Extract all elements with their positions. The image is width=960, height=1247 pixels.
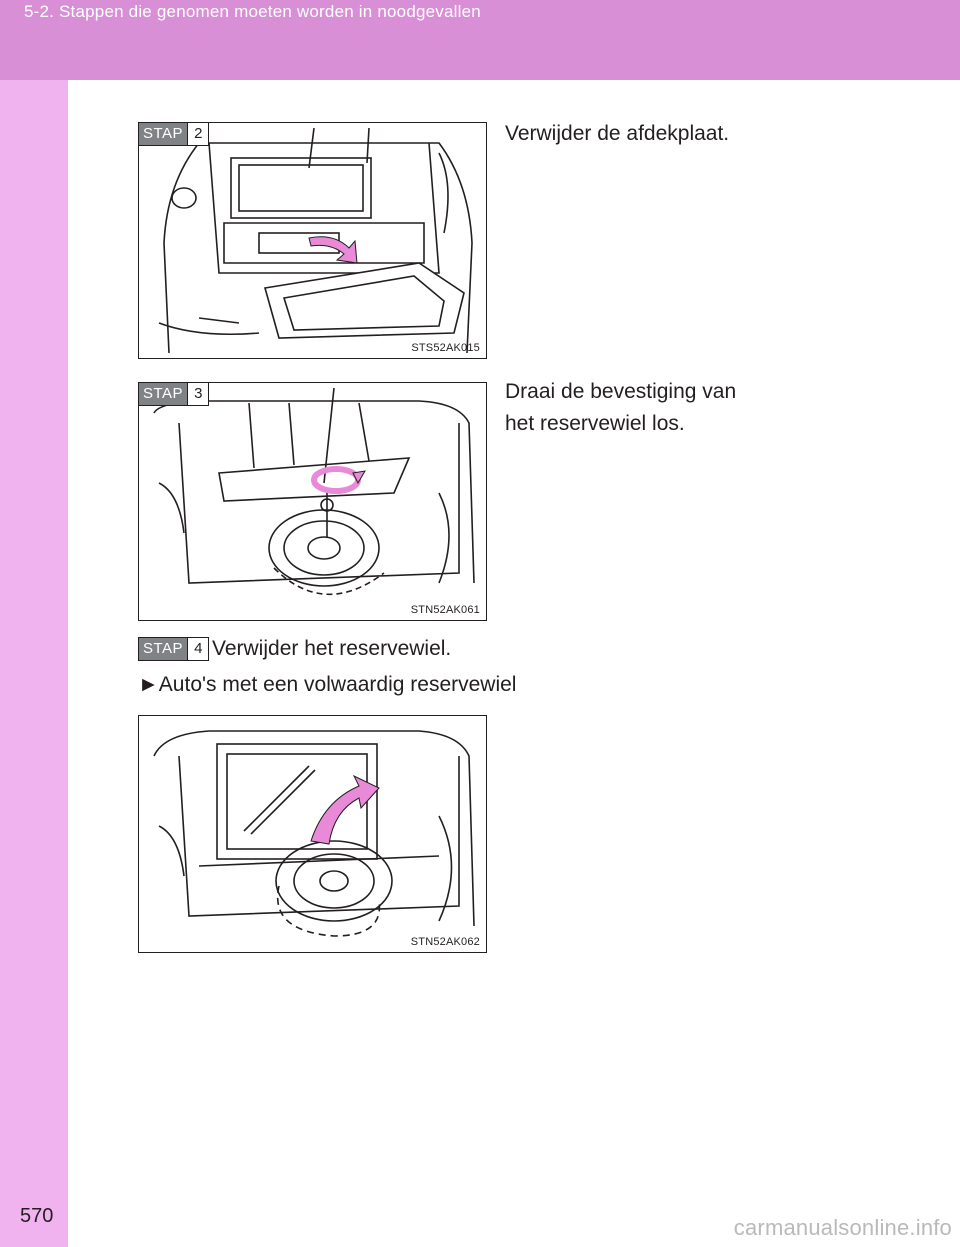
- step-2-text: Verwijder de afdekplaat.: [505, 118, 729, 150]
- chapter-title: 5-2. Stappen die genomen moeten worden i…: [24, 2, 481, 22]
- step-4-text: Verwijder het reservewiel.: [212, 633, 451, 665]
- step-2-badge: STAP 2: [139, 123, 209, 146]
- figure-remove-wheel: STN52AK062: [138, 715, 487, 953]
- step-number: 4: [187, 638, 208, 660]
- watermark: carmanualsonline.info: [734, 1215, 952, 1241]
- remove-wheel-illustration: [139, 716, 486, 952]
- bullet-text: Auto's met een volwaardig reservewiel: [159, 673, 517, 696]
- step-4-badge: STAP 4: [138, 637, 209, 661]
- step-3-badge: STAP 3: [139, 383, 209, 406]
- chapter-header: 5-2. Stappen die genomen moeten worden i…: [0, 0, 960, 80]
- figure-remove-cover: STAP 2 STS52AK015: [138, 122, 487, 359]
- figure-code: STN52AK061: [411, 604, 480, 616]
- step-number: 2: [187, 123, 208, 145]
- step-number: 3: [187, 383, 208, 405]
- bullet-marker: ►: [138, 673, 159, 696]
- step-3-text-line1: Draai de bevestiging van: [505, 376, 736, 408]
- loosen-illustration: [139, 383, 486, 620]
- figure-loosen-wheel: STAP 3 STN52AK061: [138, 382, 487, 621]
- step-label: STAP: [139, 123, 187, 145]
- cover-illustration: [139, 123, 486, 358]
- bullet-item: ►Auto's met een volwaardig reservewiel: [138, 669, 516, 701]
- side-tab: [0, 80, 68, 1247]
- figure-code: STN52AK062: [411, 936, 480, 948]
- step-label: STAP: [139, 638, 187, 660]
- page-number: 570: [20, 1205, 53, 1228]
- step-label: STAP: [139, 383, 187, 405]
- figure-code: STS52AK015: [411, 342, 480, 354]
- step-3-text-line2: het reservewiel los.: [505, 408, 685, 440]
